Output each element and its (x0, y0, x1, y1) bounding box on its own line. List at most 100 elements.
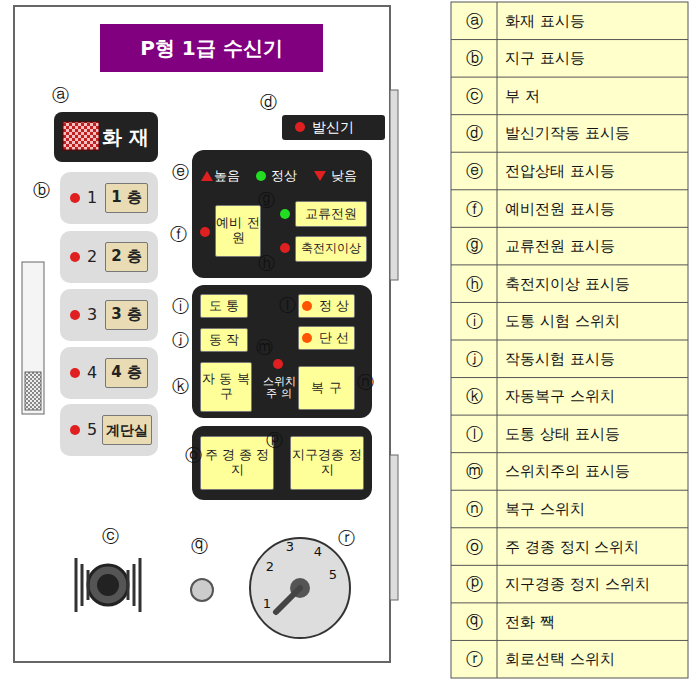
node-text: 계단실 (106, 422, 148, 438)
zone-box: 2 층 (105, 242, 148, 272)
table-cell: 전압상태 표시등 (505, 162, 615, 181)
table-letter: ⓡ (466, 648, 483, 671)
button-box: 자 동 복 구 (200, 362, 252, 412)
table-letter: ⓟ (466, 573, 483, 596)
callout-letter: ⓛ (279, 294, 296, 317)
callout-letter: ⓡ (338, 527, 355, 550)
zone-strip: 22 층 (60, 231, 158, 283)
callout-letter: ⓑ (33, 179, 50, 202)
table-letter: ⓑ (466, 47, 483, 70)
panel-label: 높음 (214, 167, 240, 185)
button-box: 복 구 (298, 366, 355, 410)
node-text: 3 (87, 306, 97, 324)
node-text: 발신기 (312, 119, 354, 135)
table-letter: ⓚ (466, 385, 483, 408)
dial-number: 3 (286, 539, 294, 554)
zone-strip: 11 층 (60, 172, 158, 224)
zone-box: 4 층 (105, 358, 148, 388)
callout-letter: ⓞ (185, 444, 202, 467)
dial-number: 4 (314, 544, 322, 559)
callout-letter: ⓜ (256, 336, 273, 359)
node-text: 지구경종 정 지 (291, 448, 363, 478)
zone-box: 1 층 (105, 183, 148, 213)
callout-letter: ⓝ (357, 371, 374, 394)
node-text: 교류전원 (305, 207, 357, 222)
callout-letter: ⓘ (172, 295, 189, 318)
dial-number: 2 (266, 559, 274, 574)
table-cell: 자동복구 스위치 (505, 387, 615, 406)
button-box: 축전지이상 (295, 236, 367, 262)
zone-box: 3 층 (105, 300, 148, 330)
node-text: 화 재 (102, 126, 149, 149)
node-text: 예비 전원 (216, 216, 260, 246)
node-text: 4 층 (111, 364, 142, 381)
table-letter: ⓐ (466, 9, 483, 32)
table-letter: ⓛ (466, 422, 483, 445)
callout-letter: ⓚ (172, 375, 189, 398)
table-cell: 주 경종 정지 스위치 (505, 537, 639, 556)
button-box: 동 작 (200, 328, 248, 352)
table-cell: 스위치주의 표시등 (505, 462, 630, 481)
table-letter: ⓕ (466, 197, 483, 220)
node-text: 단 선 (319, 331, 349, 346)
panel-label: 정상 (271, 167, 297, 185)
zone-box: 계단실 (102, 415, 152, 445)
table-cell: 교류전원 표시등 (505, 237, 615, 256)
panel-label: 낮음 (331, 167, 357, 185)
table-cell: 예비전원 표시등 (505, 199, 615, 218)
node-text: 3 층 (111, 306, 142, 323)
node-text: 정 상 (319, 299, 349, 314)
node-text: 자 동 복 구 (201, 372, 251, 402)
node-text: 1 층 (111, 189, 142, 206)
table-cell: 지구 표시등 (505, 49, 585, 68)
zone-strip: 4 4 층 (60, 347, 158, 399)
panel-label: 스위치 주 의 (257, 376, 301, 400)
callout-letter: ⓗ (258, 252, 275, 275)
zone-strip: 3 3 층 (60, 289, 158, 341)
node-text: 2 층 (111, 248, 142, 265)
callout-letter: ⓓ (260, 91, 277, 114)
node-text: 복 구 (311, 381, 341, 396)
node-text: 주 경 종 정 지 (201, 448, 273, 478)
node-text: 축전지이상 (301, 242, 361, 256)
table-cell: 전화 짹 (505, 612, 555, 631)
table-letter: ⓞ (466, 535, 483, 558)
table-letter: ⓠ (466, 610, 483, 633)
dial-number: 5 (329, 567, 337, 582)
node-text: 5 (87, 421, 97, 439)
callout-letter: ⓙ (172, 329, 189, 352)
fire-indicator: 화 재 (54, 112, 158, 162)
table-letter: ⓘ (466, 310, 483, 333)
node-text: P형 1급 수신기 (140, 37, 283, 60)
table-cell: 발신기작동 표시등 (505, 124, 630, 143)
table-cell: 화재 표시등 (505, 11, 585, 30)
node-text: 도 통 (209, 299, 239, 314)
table-cell: 부 저 (505, 86, 540, 105)
node-text: 동 작 (209, 333, 239, 348)
button-box: 정 상 (298, 294, 355, 318)
table-letter: ⓒ (466, 84, 483, 107)
table-cell: 작동시험 표시등 (505, 349, 615, 368)
table-letter: ⓙ (466, 347, 483, 370)
title-box: P형 1급 수신기 (100, 24, 323, 72)
dial-number: 1 (263, 596, 271, 611)
table-letter: ⓓ (466, 122, 483, 145)
table-cell: 도통 상태 표시등 (505, 424, 620, 443)
node-text: 4 (87, 364, 97, 382)
callout-letter: ⓕ (170, 223, 187, 246)
callout-letter: ⓔ (172, 161, 189, 184)
table-letter: ⓖ (466, 235, 483, 258)
button-box: 도 통 (200, 294, 248, 318)
table-cell: 축전지이상 표시등 (505, 274, 630, 293)
table-letter: ⓝ (466, 498, 483, 521)
zone-strip: 5 계단실 (60, 404, 158, 456)
button-box: 주 경 종 정 지 (200, 436, 274, 490)
table-letter: ⓜ (466, 460, 483, 483)
table-cell: 복구 스위치 (505, 500, 585, 519)
callout-letter: ⓐ (52, 84, 69, 107)
table-cell: 지구경종 정지 스위치 (505, 575, 650, 594)
button-box: 지구경종 정 지 (290, 436, 364, 490)
call-indicator: 발신기 (282, 115, 385, 140)
button-box: 단 선 (298, 326, 355, 350)
table-cell: 회로선택 스위치 (505, 650, 615, 669)
